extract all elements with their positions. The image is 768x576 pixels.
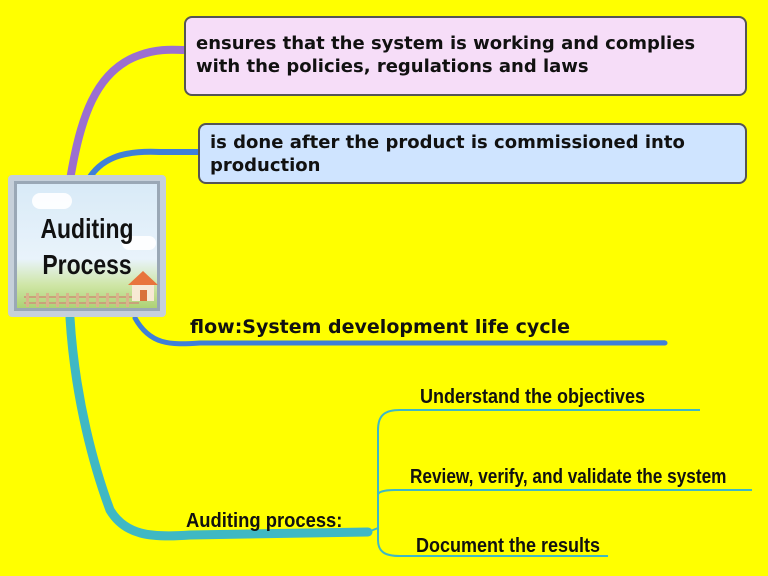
definition-box[interactable]: ensures that the system is working and c… <box>184 16 747 96</box>
flow-label[interactable]: flow:System development life cycle <box>190 316 570 338</box>
cloud-icon <box>32 193 72 209</box>
step-review-verify-validate[interactable]: Review, verify, and validate the system <box>410 466 727 488</box>
definition-branch <box>66 45 188 184</box>
step-understand-objectives[interactable]: Understand the objectives <box>420 386 646 408</box>
flow-branch <box>132 315 668 347</box>
auditing-process-label[interactable]: Auditing process: <box>186 510 343 532</box>
timing-branch <box>85 148 201 183</box>
house-icon <box>128 271 158 301</box>
timing-box[interactable]: is done after the product is commissione… <box>198 123 747 184</box>
timing-text: is done after the product is commissione… <box>210 132 685 176</box>
steps-bracket <box>367 409 700 533</box>
cloud-icon <box>122 236 156 250</box>
step-document-results[interactable]: Document the results <box>416 535 601 557</box>
definition-text: ensures that the system is working and c… <box>196 33 696 77</box>
central-topic[interactable]: Auditing Process <box>8 175 166 317</box>
fence-icon <box>24 293 139 307</box>
process-branch <box>65 313 373 541</box>
central-topic-title: Auditing Process <box>40 213 134 280</box>
